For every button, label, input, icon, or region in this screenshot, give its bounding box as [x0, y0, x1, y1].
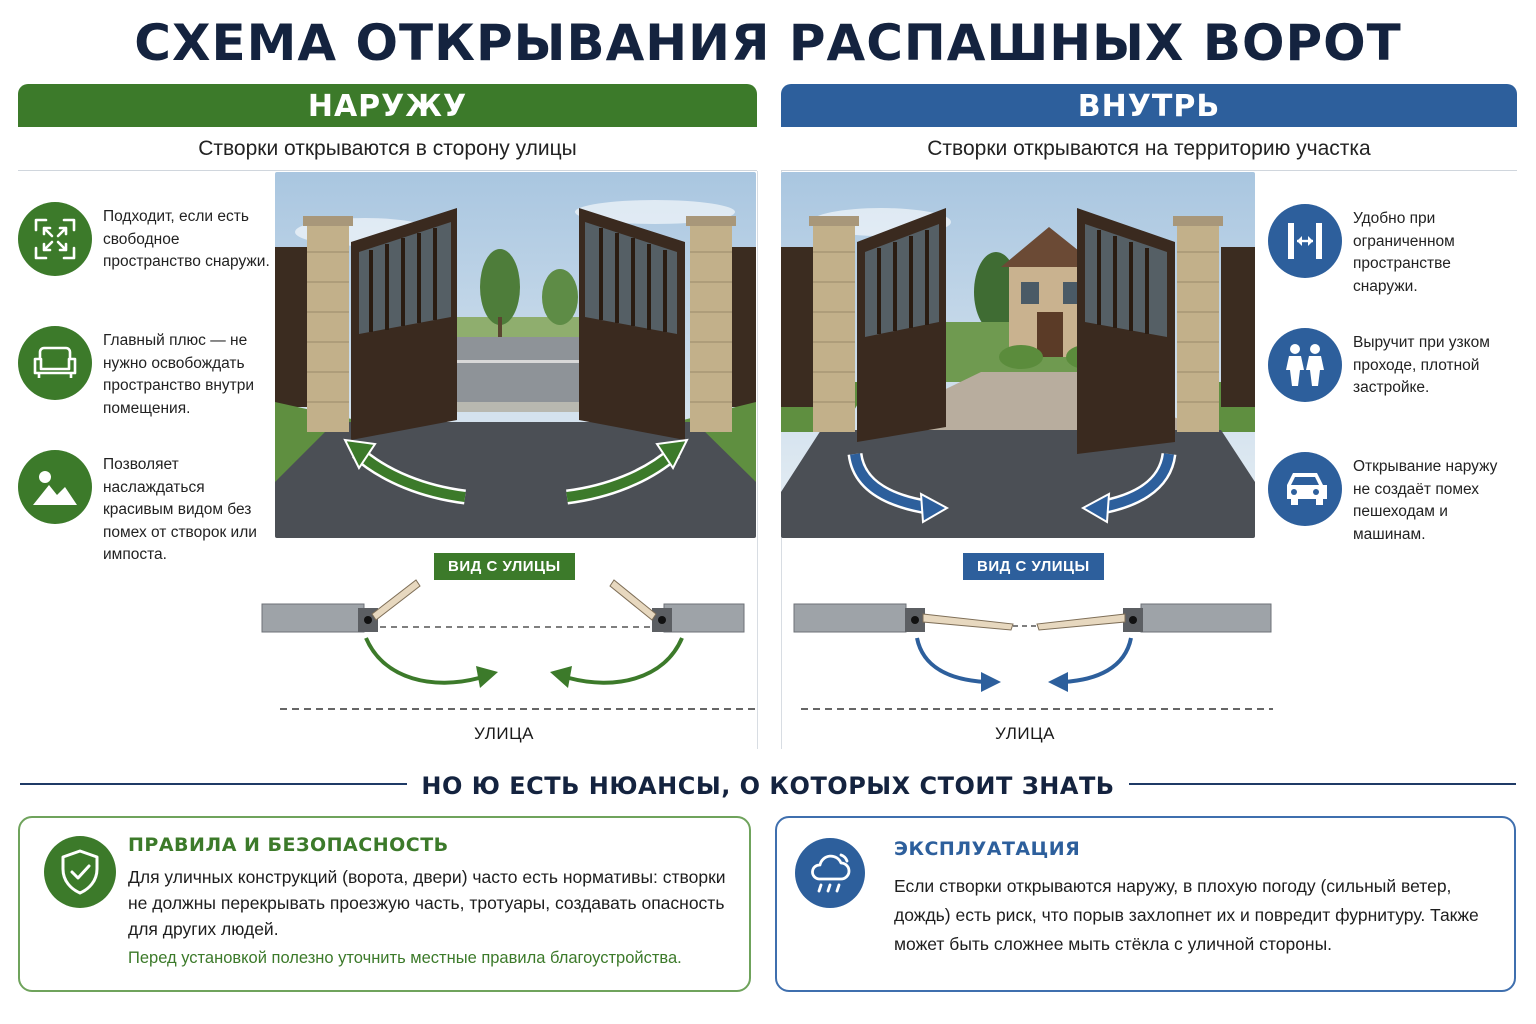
outward-heading: НАРУЖУ [18, 84, 757, 127]
feature-text: Удобно при ограниченном пространстве сна… [1353, 210, 1455, 295]
rain-cloud-icon [795, 838, 865, 908]
inward-plan-diagram [793, 603, 1273, 710]
operation-card-title: ЭКСПЛУАТАЦИЯ [894, 838, 1081, 860]
street-label: УЛИЦА [474, 724, 535, 743]
narrow-space-icon [1268, 204, 1342, 278]
inward-section: ВНУТРЬ Створки открываются на территорию… [781, 84, 1517, 743]
inward-heading: ВНУТРЬ [781, 84, 1517, 127]
people-icon [1268, 328, 1342, 402]
street-label: УЛИЦА [995, 724, 1056, 743]
outward-feature-list: Подходит, если есть свободное пространст… [18, 202, 274, 574]
expand-icon [18, 202, 92, 276]
feature-item: Удобно при ограниченном пространстве сна… [1268, 204, 1518, 328]
section-divider [757, 171, 758, 749]
outward-section: НАРУЖУ Створки открываются в сторону ули… [18, 84, 757, 743]
feature-text: Подходит, если есть свободное пространст… [103, 208, 270, 270]
operation-card-text: Если створки открываются наружу, в плоху… [894, 876, 1479, 954]
nuances-heading: НО Ю ЕСТЬ НЮАНСЫ, О КОТОРЫХ СТОИТ ЗНАТЬ [407, 772, 1129, 800]
landscape-icon [18, 450, 92, 524]
feature-item: Подходит, если есть свободное пространст… [18, 202, 274, 326]
operation-card: ЭКСПЛУАТАЦИЯ Если створки открываются на… [775, 816, 1516, 992]
inward-feature-list: Удобно при ограниченном пространстве сна… [1268, 204, 1518, 576]
rules-safety-card: ПРАВИЛА И БЕЗОПАСНОСТЬ Для уличных конст… [18, 816, 751, 992]
feature-text: Выручит при узком проходе, плотной застр… [1353, 334, 1490, 396]
inward-subtitle: Створки открываются на территорию участк… [781, 127, 1517, 171]
rules-card-title: ПРАВИЛА И БЕЗОПАСНОСТЬ [128, 834, 449, 856]
view-from-street-badge: ВИД С УЛИЦЫ [963, 553, 1104, 580]
rules-card-text: Для уличных конструкций (ворота, двери) … [128, 867, 726, 939]
rules-card-note: Перед установкой полезно уточнить местны… [128, 949, 682, 967]
feature-text: Главный плюс — не нужно освобождать прос… [103, 332, 255, 417]
nuances-heading-wrap: НО Ю ЕСТЬ НЮАНСЫ, О КОТОРЫХ СТОИТ ЗНАТЬ [0, 772, 1536, 800]
car-icon [1268, 452, 1342, 526]
shield-check-icon [44, 836, 116, 908]
feature-item: Позволяет наслаждаться красивым видом бе… [18, 450, 274, 574]
inward-gate-illustration [781, 172, 1255, 538]
feature-item: Открывание наружу не создаёт помех пешех… [1268, 452, 1518, 576]
view-from-street-badge: ВИД С УЛИЦЫ [434, 553, 575, 580]
feature-item: Выручит при узком проходе, плотной застр… [1268, 328, 1518, 452]
outward-plan-diagram [261, 579, 756, 710]
page-title: СХЕМА ОТКРЫВАНИЯ РАСПАШНЫХ ВОРОТ [134, 14, 1402, 72]
outward-subtitle: Створки открываются в сторону улицы [18, 127, 757, 171]
feature-text: Позволяет наслаждаться красивым видом бе… [103, 456, 257, 563]
feature-text: Открывание наружу не создаёт помех пешех… [1353, 458, 1498, 543]
outward-gate-illustration [275, 172, 756, 538]
feature-item: Главный плюс — не нужно освобождать прос… [18, 326, 274, 450]
sofa-icon [18, 326, 92, 400]
